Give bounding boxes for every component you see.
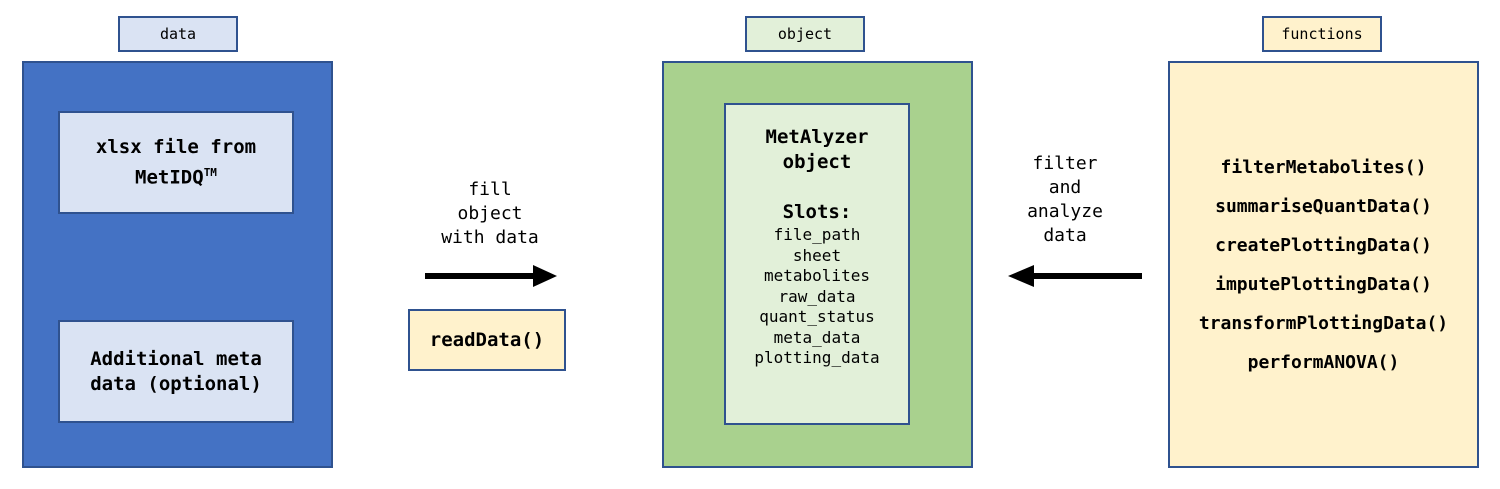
data-label-text: data	[159, 25, 197, 43]
fill-arrow	[425, 265, 557, 287]
fill-caption-line1: fill	[468, 179, 512, 200]
object-label-text: object	[777, 25, 833, 43]
analyze-arrow-head	[1008, 265, 1034, 287]
object-title-line2: object	[782, 151, 852, 173]
meta-data-line2: data (optional)	[90, 372, 262, 395]
xlsx-file-line1: xlsx file from	[95, 135, 257, 158]
slot-item: file_path	[773, 225, 861, 244]
data-label-tag: data	[118, 16, 238, 52]
slot-item: meta_data	[773, 327, 861, 347]
slots-heading: Slots:	[782, 201, 852, 223]
read-data-function-box: readData()	[408, 309, 566, 371]
slot-item: sheet	[792, 245, 842, 265]
functions-label-tag: functions	[1262, 16, 1382, 52]
xlsx-file-box: xlsx file from MetIDQTM	[58, 111, 294, 214]
trademark-superscript: TM	[203, 165, 217, 179]
function-item: imputePlottingData()	[1215, 273, 1432, 295]
fill-arrow-head	[533, 265, 557, 287]
analyze-caption-line1: filter	[1032, 153, 1098, 174]
analyze-caption-line2: and	[1048, 177, 1082, 198]
function-item: performANOVA()	[1247, 351, 1400, 373]
metalyzer-object-box: MetAlyzer object Slots: file_path sheet …	[724, 103, 910, 425]
object-title-line1: MetAlyzer	[765, 126, 869, 148]
function-item: transformPlottingData()	[1198, 312, 1449, 334]
meta-data-box: Additional meta data (optional)	[58, 320, 294, 423]
analyze-caption-line4: data	[1043, 225, 1087, 246]
metidq-text: MetIDQ	[135, 166, 204, 189]
fill-object-caption: fill object with data	[430, 178, 550, 250]
function-item: summariseQuantData()	[1215, 195, 1432, 217]
fill-caption-line3: with data	[441, 227, 539, 248]
slot-item: plotting_data	[754, 348, 880, 367]
function-item: createPlottingData()	[1215, 234, 1432, 256]
filter-analyze-caption: filter and analyze data	[1010, 152, 1120, 248]
slot-item: raw_data	[778, 286, 856, 306]
meta-data-line1: Additional meta	[90, 347, 262, 370]
analyze-arrow	[1008, 265, 1142, 287]
slot-item: metabolites	[764, 266, 870, 285]
slots-list: file_path sheet metabolites raw_data qua…	[754, 225, 879, 369]
functions-label-text: functions	[1281, 25, 1363, 43]
read-data-function-text: readData()	[429, 329, 545, 351]
functions-panel: filterMetabolites() summariseQuantData()…	[1168, 61, 1479, 468]
xlsx-file-line2: MetIDQTM	[135, 160, 217, 190]
fill-caption-line2: object	[457, 203, 523, 224]
analyze-caption-line3: analyze	[1027, 201, 1103, 222]
object-label-tag: object	[745, 16, 865, 52]
slot-item: quant_status	[759, 307, 875, 326]
function-item: filterMetabolites()	[1220, 156, 1427, 178]
